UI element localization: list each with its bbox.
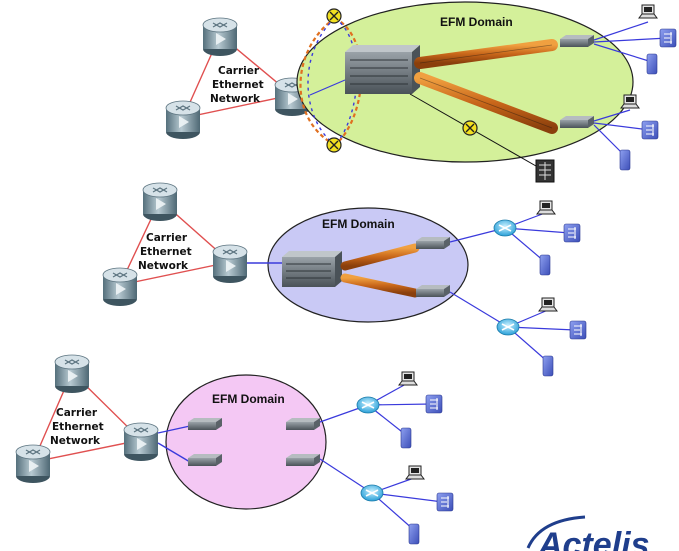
carrier-label-line-3: Network <box>210 93 261 105</box>
sun-icon <box>462 120 478 136</box>
diagram-2: Carrier Ethernet Network EFM Domain <box>102 182 587 377</box>
efm-pipe <box>414 72 558 134</box>
pc-icon <box>620 94 640 109</box>
sun-icon <box>326 8 342 24</box>
hub-icon <box>496 318 520 336</box>
ring-link <box>307 17 336 146</box>
modem-icon <box>416 285 450 297</box>
carrier-label-line-1: Carrier <box>146 232 188 244</box>
carrier-link <box>31 370 143 463</box>
pc-icon <box>405 465 425 480</box>
router-icon <box>15 444 51 484</box>
actelis-logo: Actelis <box>526 515 650 551</box>
hub-icon <box>493 219 517 237</box>
carrier-link <box>118 198 232 286</box>
router-icon <box>54 354 90 394</box>
modem-icon <box>560 35 594 47</box>
cabinet-link <box>409 93 544 171</box>
server-icon <box>425 394 443 414</box>
pc-icon <box>536 200 556 215</box>
carrier-label-line-1: Carrier <box>218 65 260 77</box>
carrier-label-line-3: Network <box>138 260 189 272</box>
cabinet-icon <box>535 159 555 183</box>
diagram-3: Carrier Ethernet Network EFM Domain <box>15 354 454 545</box>
ring-link <box>334 17 358 146</box>
efm-pipe <box>340 243 420 271</box>
server-icon <box>569 320 587 340</box>
router-icon <box>102 267 138 307</box>
server-icon <box>408 523 420 545</box>
efm-domain-label: EFM Domain <box>212 392 285 406</box>
carrier-label-line-2: Ethernet <box>212 79 264 91</box>
efm-pipe <box>340 273 420 298</box>
modem-icon <box>416 237 450 249</box>
router-icon <box>202 17 238 57</box>
hub-icon <box>360 484 384 502</box>
server-icon <box>563 223 581 243</box>
router-icon <box>165 100 201 140</box>
modem-icon <box>286 418 320 430</box>
router-icon <box>123 422 159 462</box>
pc-icon <box>398 371 418 386</box>
router-icon <box>212 244 248 284</box>
router-icon <box>142 182 178 222</box>
server-icon <box>619 149 631 171</box>
efm-domain-label: EFM Domain <box>440 15 513 29</box>
server-icon <box>400 427 412 449</box>
server-icon <box>646 53 658 75</box>
server-icon <box>539 254 551 276</box>
carrier-label-line-2: Ethernet <box>140 246 192 258</box>
logo-text: Actelis <box>537 526 650 551</box>
carrier-link <box>181 33 294 119</box>
server-icon <box>641 120 659 140</box>
efm-pipe <box>414 39 558 69</box>
modem-icon <box>286 454 320 466</box>
diagram-1: Carrier Ethernet Network EFM Domain <box>165 1 677 183</box>
server-icon <box>659 28 677 48</box>
hub-icon <box>356 396 380 414</box>
switch-icon <box>282 251 342 287</box>
switch-icon <box>345 45 420 94</box>
pc-icon <box>638 4 658 19</box>
carrier-label-line-1: Carrier <box>56 407 98 419</box>
efm-domain-label: EFM Domain <box>322 217 395 231</box>
sun-icon <box>326 137 342 153</box>
efm-domain-ellipse <box>165 374 327 510</box>
carrier-label-line-2: Ethernet <box>52 421 104 433</box>
ring-link <box>299 17 336 146</box>
server-icon <box>436 492 454 512</box>
modem-icon <box>560 116 594 128</box>
carrier-label-line-3: Network <box>50 435 101 447</box>
modem-icon <box>188 454 222 466</box>
pc-icon <box>538 297 558 312</box>
server-icon <box>542 355 554 377</box>
modem-icon <box>188 418 222 430</box>
